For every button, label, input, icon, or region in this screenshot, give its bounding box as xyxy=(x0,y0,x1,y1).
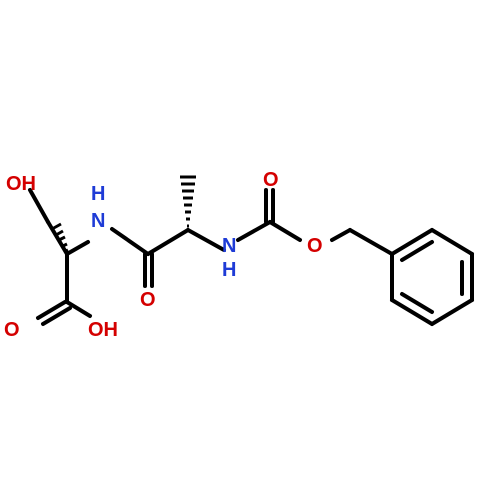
label-oh-acid: OH xyxy=(88,319,118,341)
label-o-carbonyl: O xyxy=(263,169,279,191)
bond-ch2-calpha xyxy=(46,220,69,256)
bond-ccarbamate-oester xyxy=(268,220,302,242)
bond-nh-ccarbamate xyxy=(236,220,272,242)
benzene-ring xyxy=(390,228,474,326)
bond-oh-ch2 xyxy=(28,188,50,224)
bond-calpha-ala-nh xyxy=(186,228,226,252)
bond-cooh-double-a xyxy=(36,300,67,320)
label-o-ester: O xyxy=(307,235,323,257)
label-oh-top: OH xyxy=(6,173,36,195)
bond-nh-camide xyxy=(110,227,150,256)
bond-cooh-single xyxy=(65,300,92,318)
bond-calpha-nh xyxy=(65,240,90,256)
label-o-acid: O xyxy=(4,319,20,341)
label-h-right: H xyxy=(222,259,236,281)
bond-oester-ch2 xyxy=(330,228,352,242)
bond-camide-calpha-ala xyxy=(146,228,190,256)
label-h-left: H xyxy=(91,183,105,205)
hashed-wedge-alanine xyxy=(180,175,196,228)
label-n-right: N xyxy=(222,235,236,257)
hashed-wedge-serine xyxy=(51,222,69,253)
bond-cooh-double-b xyxy=(41,306,72,326)
label-o-amide: O xyxy=(140,289,156,311)
bond-ch2-phenyl xyxy=(348,228,394,256)
label-n-left: N xyxy=(91,210,105,232)
